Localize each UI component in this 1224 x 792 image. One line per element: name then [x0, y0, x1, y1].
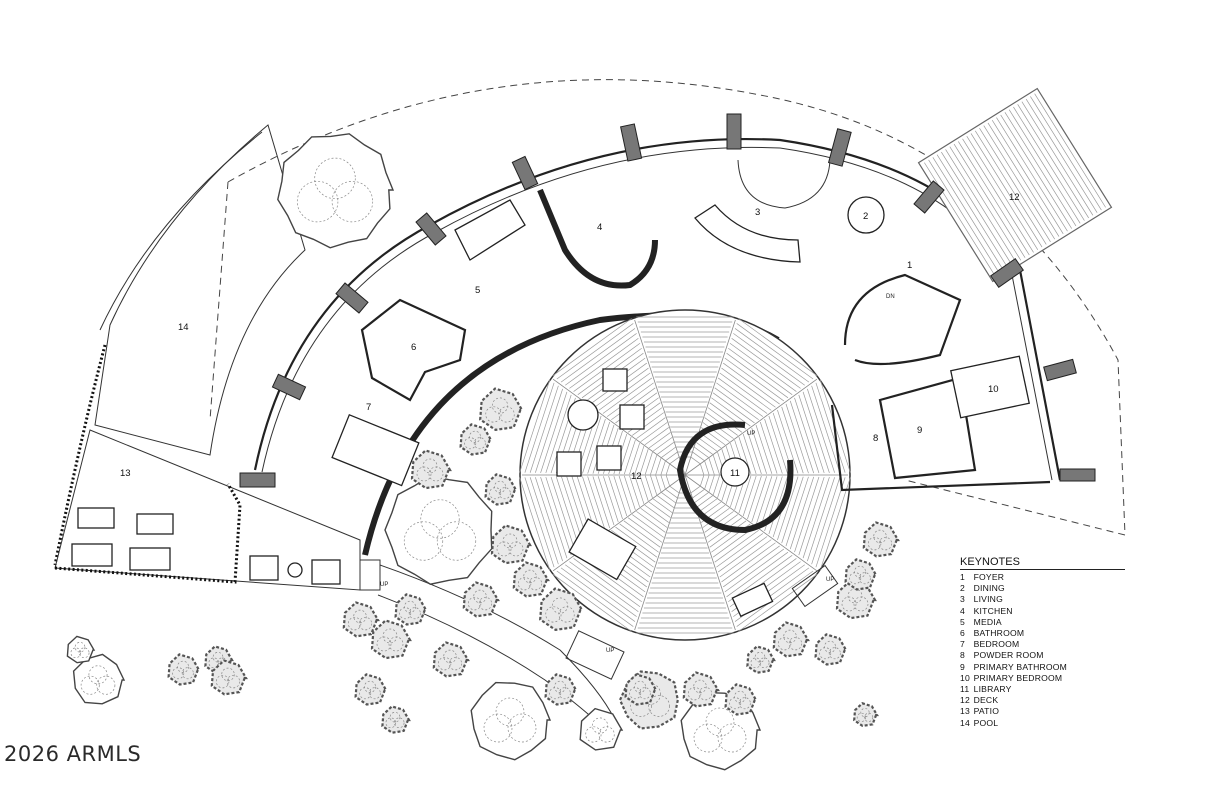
room-number-1: 1 [907, 260, 912, 271]
pool-coping-dotted [53, 344, 107, 566]
primary-bed [950, 355, 1030, 419]
landscape-trees [66, 133, 900, 771]
armls-watermark: 2026 ARMLS [4, 742, 142, 766]
primary-suite-walls [830, 376, 1051, 492]
room-number-14: 14 [178, 322, 189, 333]
deck-steps [791, 564, 839, 608]
keynote-item: 9 PRIMARY BATHROOM [960, 661, 1068, 672]
library-wall [676, 421, 794, 534]
kitchen-island [537, 188, 658, 289]
room-number-5: 5 [475, 285, 480, 296]
room-number-3: 3 [755, 207, 760, 218]
keynotes-legend: KEYNOTES 1 FOYER 2 DINING 3 LIVING 4 KIT… [960, 556, 1125, 729]
roof-overhang-outline [209, 79, 1126, 536]
keynotes-title: KEYNOTES [960, 556, 1125, 570]
patio-furniture [71, 507, 341, 585]
pool-outline [94, 124, 306, 456]
room-number-9: 9 [917, 425, 922, 436]
dining-table [847, 196, 885, 234]
keynote-item: 13 PATIO [960, 706, 1000, 717]
room-number-labels: 1 2 3 4 5 6 7 8 9 10 11 12 12 13 14 DN U… [120, 192, 1020, 654]
entry-stair-up-label: UP [606, 648, 614, 654]
room-number-10: 10 [988, 384, 999, 395]
entry-steps [565, 630, 625, 680]
bathroom-6-walls [360, 298, 467, 402]
library-center [720, 457, 750, 487]
room-number-2: 2 [863, 211, 868, 222]
keynote-item: 10 PRIMARY BEDROOM [960, 672, 1063, 683]
patio-dotted-edge [54, 483, 242, 584]
room-number-11: 11 [730, 468, 740, 479]
media-sofa [454, 199, 526, 261]
room-number-6: 6 [411, 342, 416, 353]
room-number-4: 4 [597, 222, 602, 233]
patio-stair-up-label: UP [380, 582, 388, 588]
keynote-item: 6 BATHROOM [960, 628, 1025, 639]
room-number-13: 13 [120, 468, 131, 479]
room-number-12: 12 [631, 471, 642, 482]
upper-deck-hatch [924, 93, 1106, 277]
keynote-item: 1 FOYER [960, 572, 1005, 582]
keynote-item: 14 POOL [960, 717, 999, 728]
room-number-7: 7 [366, 402, 371, 413]
keynote-item: 3 LIVING [960, 594, 1003, 605]
keynote-item: 11 LIBRARY [960, 684, 1012, 695]
stair-dn-label: DN [886, 294, 895, 300]
foyer-stair [843, 273, 962, 366]
deck-furniture [556, 368, 774, 618]
keynotes-list: 1 FOYER 2 DINING 3 LIVING 4 KITCHEN 5 ME… [960, 572, 1125, 729]
keynote-item: 8 POWDER ROOM [960, 650, 1044, 661]
living-rug [737, 159, 831, 209]
keynote-item: 5 MEDIA [960, 616, 1002, 627]
pool-edge [99, 131, 263, 331]
living-sofa [694, 204, 801, 263]
keynote-item: 12 DECK [960, 695, 999, 706]
bedroom-7-bed [331, 413, 420, 487]
columns [239, 113, 1096, 488]
keynote-item: 4 KITCHEN [960, 605, 1013, 616]
keynote-item: 2 DINING [960, 583, 1005, 594]
library-stair-up-label: UP [747, 431, 755, 437]
room-number-8: 8 [873, 433, 878, 444]
patio-steps [359, 559, 381, 591]
upper-deck-number: 12 [1009, 192, 1020, 203]
keynote-item: 7 BEDROOM [960, 639, 1020, 650]
deck-stair-up-label: UP [826, 577, 834, 583]
